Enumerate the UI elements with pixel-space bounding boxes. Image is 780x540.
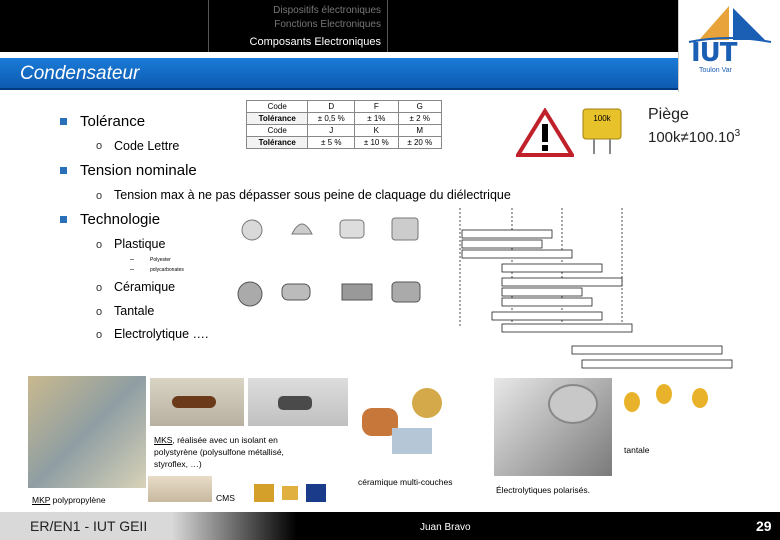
header-text-box: Dispositifs électroniques Fonctions Elec…	[208, 0, 388, 52]
sub-bullet-icon: o	[96, 329, 103, 341]
bullet-square-icon	[60, 216, 67, 223]
svg-text:100k: 100k	[593, 114, 611, 123]
sub-tension-max: Tension max à ne pas dépasser sous peine…	[114, 188, 511, 202]
sub-bullet-icon: o	[96, 239, 103, 251]
photo-ceramic-capacitors	[352, 378, 490, 476]
caption-ceramique: céramique multi-couches	[358, 477, 453, 487]
sub-bullet-icon: o	[96, 306, 103, 318]
page-number: 29	[756, 518, 772, 534]
capacitor-100k-icon: 100k	[582, 108, 622, 154]
bullet-technologie: Technologie	[80, 211, 161, 228]
capacitor-types-diagram	[232, 214, 450, 344]
page-title: Condensateur	[20, 63, 140, 84]
piege-label: Piège	[648, 106, 689, 123]
photo-tantalum-capacitors	[616, 378, 720, 438]
caption-mks: MKS, réalisée avec un isolant en polysty…	[154, 435, 284, 469]
photo-polysulfone-capacitor	[248, 378, 348, 426]
sailboat-icon	[688, 6, 772, 43]
table-row: Tolérance± 0,5 %± 1%± 2 %	[245, 112, 443, 125]
caption-tantale: tantale	[624, 445, 650, 455]
sub-bullet-icon: o	[96, 140, 103, 152]
sub-plastique: Plastique	[114, 237, 166, 251]
sub-bullet-icon: o	[96, 282, 103, 294]
photo-mkp-capacitors	[28, 376, 146, 488]
iut-logo: IUT Toulon Var	[678, 0, 780, 92]
footer-course: ER/EN1 - IUT GEII	[30, 518, 148, 534]
caption-electrolytiques: Électrolytiques polarisés.	[496, 485, 591, 495]
bullet-square-icon	[60, 167, 67, 174]
capacitance-range-chart	[459, 208, 733, 369]
logo-text: IUT	[691, 38, 738, 68]
warning-icon	[516, 108, 574, 157]
title-bar: Condensateur	[0, 58, 678, 90]
caption-cms: CMS	[216, 493, 235, 503]
photo-electrolytic-capacitors	[494, 378, 612, 476]
table-row: Tolérance± 5 %± 10 %± 20 %	[245, 136, 443, 149]
sub-polycarbonates: polycarbonates	[150, 267, 184, 273]
header-bar	[0, 0, 780, 52]
logo-subtext: Toulon Var	[699, 67, 732, 74]
caption-mkp: MKP polypropylène	[32, 495, 106, 505]
bullet-tolerance: Tolérance	[80, 113, 146, 130]
header-line-3: Composants Electroniques	[249, 36, 381, 48]
sub-ceramique: Céramique	[114, 280, 176, 294]
footer-author: Juan Bravo	[420, 522, 471, 533]
sub-tantale: Tantale	[114, 304, 155, 318]
bullet-tension: Tension nominale	[80, 162, 197, 179]
sub-electrolytique: Electrolytique ….	[114, 327, 209, 341]
footer-bar	[0, 512, 780, 540]
photo-smd-ceramic	[148, 476, 212, 502]
photo-cms-capacitors	[248, 480, 340, 506]
photo-mks-capacitor	[150, 378, 244, 426]
sub-polyester: Polyester	[150, 257, 171, 263]
piege-value: 100k≠100.103	[648, 128, 741, 146]
header-line-2: Fonctions Electroniques	[274, 19, 381, 30]
sub-code-lettre: Code Lettre	[114, 139, 180, 153]
sub-bullet-icon: o	[96, 190, 103, 202]
header-line-1: Dispositifs électroniques	[273, 5, 381, 16]
bullet-square-icon	[60, 118, 67, 125]
